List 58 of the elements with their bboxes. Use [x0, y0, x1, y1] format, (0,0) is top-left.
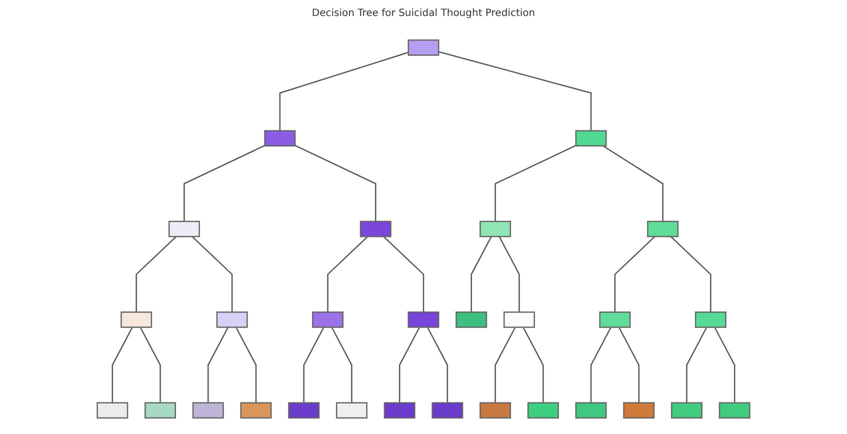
node-box	[144, 402, 176, 419]
node-box	[192, 402, 224, 419]
node-box	[503, 312, 535, 328]
node-box	[527, 402, 559, 419]
connector	[498, 236, 520, 312]
connector	[208, 326, 229, 403]
node-box	[456, 312, 488, 328]
connector	[294, 144, 376, 222]
connector	[438, 51, 592, 131]
node-box	[575, 130, 607, 146]
connector	[331, 326, 352, 403]
connector	[303, 326, 324, 403]
connector	[112, 326, 133, 403]
connector	[184, 144, 266, 222]
connector	[522, 326, 544, 403]
node-box	[599, 312, 631, 328]
connector	[192, 236, 233, 312]
connector	[686, 326, 708, 403]
connector	[140, 326, 161, 403]
connector	[279, 52, 409, 131]
connector	[714, 326, 736, 403]
connector	[383, 236, 424, 312]
node-box	[623, 402, 655, 419]
node-box	[240, 402, 272, 419]
connector	[470, 236, 492, 312]
node-box	[432, 402, 464, 419]
node-box	[408, 312, 440, 328]
node-box	[480, 220, 512, 238]
connector	[327, 236, 368, 312]
node-box	[360, 220, 392, 238]
connector	[398, 326, 420, 403]
connector	[426, 326, 448, 403]
node-box	[288, 402, 320, 419]
node-box	[480, 402, 512, 419]
node-box	[168, 220, 200, 238]
node-box	[694, 312, 726, 328]
node-box	[647, 220, 679, 238]
node-box	[336, 402, 368, 419]
node-box	[384, 402, 416, 419]
node-box	[718, 402, 750, 419]
node-box	[408, 39, 440, 56]
connector	[590, 326, 612, 403]
node-box	[312, 312, 344, 328]
connector	[235, 326, 257, 403]
node-box	[216, 312, 248, 328]
node-box	[96, 402, 128, 419]
node-box	[575, 402, 607, 419]
node-box	[120, 312, 152, 328]
connector	[136, 236, 177, 312]
connector	[602, 145, 664, 222]
chart-title: Decision Tree for Suicidal Thought Prediction	[310, 8, 536, 19]
connector	[670, 236, 712, 312]
connector	[494, 326, 516, 403]
node-box	[671, 402, 702, 419]
connector	[618, 326, 640, 403]
connector	[614, 236, 656, 312]
connector	[494, 144, 576, 222]
node-box	[264, 130, 296, 146]
